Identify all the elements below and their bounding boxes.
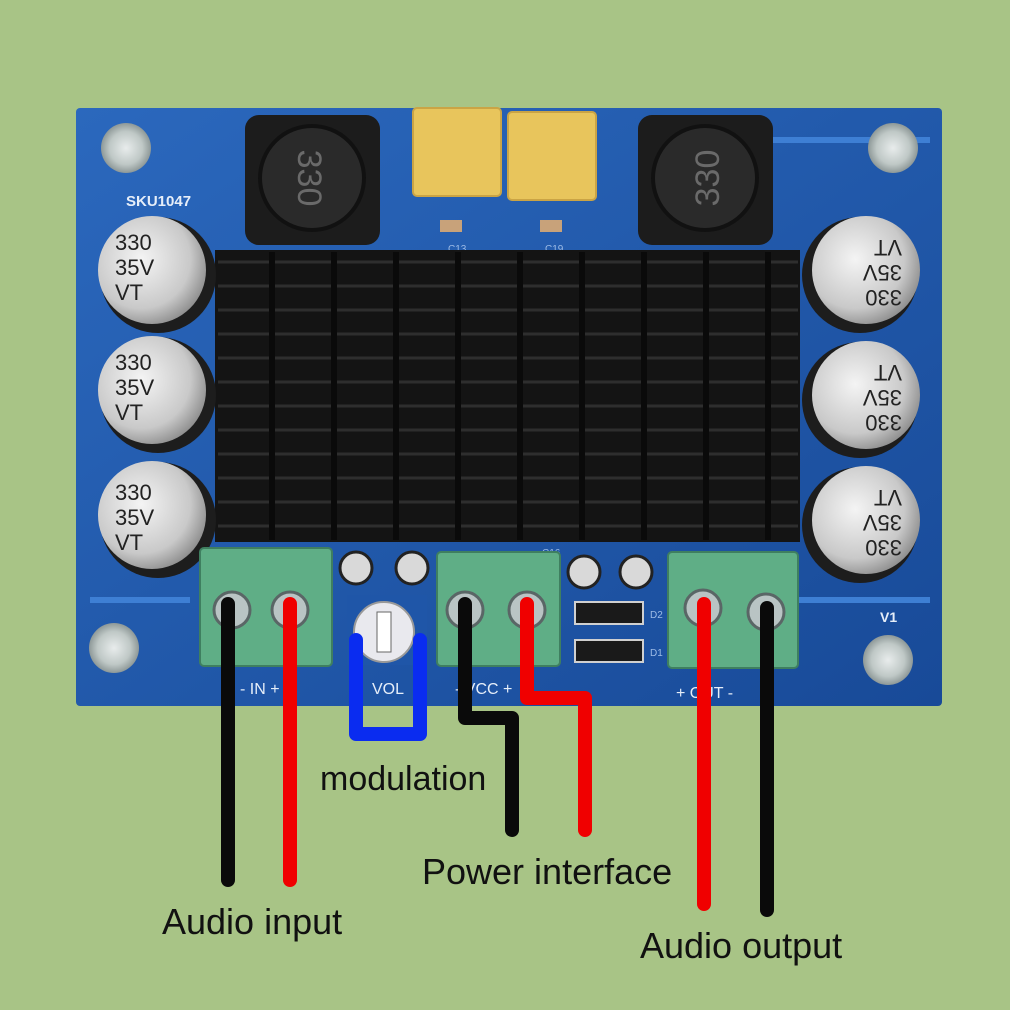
small-capacitors (338, 550, 654, 590)
wires (221, 597, 774, 917)
capacitor-right-1-voltage: 35V (863, 260, 902, 285)
sku-label: SKU1047 (126, 193, 191, 210)
film-capacitor-left (412, 107, 502, 197)
capacitor-left-2-voltage: 35V (115, 375, 154, 400)
label-c19: C19 (545, 244, 564, 255)
wire-power-black (458, 597, 519, 837)
capacitor-left-2-value: 330 (115, 350, 152, 375)
mounting-hole-bottom-right (863, 635, 913, 685)
capacitor-left-2-series: VT (115, 400, 143, 425)
capacitor-right-3-series: VT (874, 485, 902, 510)
capacitor-left-1-voltage: 35V (115, 255, 154, 280)
inductor-right-label: 330 (689, 150, 727, 207)
capacitor-right-2-series: VT (874, 360, 902, 385)
capacitor-right-1-series: VT (874, 235, 902, 260)
capacitor-right-3: 330 35V VT (802, 466, 920, 583)
label-d1: D1 (650, 648, 663, 659)
capacitor-left-3: 330 35V VT (98, 461, 216, 578)
smd-capacitor-c13 (440, 220, 462, 232)
capacitor-left-1-value: 330 (115, 230, 152, 255)
mounting-hole-top-right (868, 123, 918, 173)
mounting-hole-bottom-left (89, 623, 139, 673)
terminal-block-power (436, 551, 561, 667)
capacitor-right-3-value: 330 (865, 535, 902, 560)
capacitor-right-2-voltage: 35V (863, 385, 902, 410)
caption-modulation: modulation (320, 760, 487, 798)
capacitor-right-2-value: 330 (865, 410, 902, 435)
smd-capacitor-c19 (540, 220, 562, 232)
capacitor-left-3-series: VT (115, 530, 143, 555)
inductor-right: 330 (638, 115, 773, 245)
mounting-holes (89, 123, 918, 685)
silkscreen-input-label: - IN + (240, 681, 280, 698)
diodes (574, 601, 644, 663)
capacitor-right-1: 330 35V VT (802, 216, 920, 333)
silkscreen-v1-label: V1 (880, 609, 897, 625)
film-capacitor-right (507, 111, 597, 201)
capacitor-left-3-voltage: 35V (115, 505, 154, 530)
capacitor-right-3-voltage: 35V (863, 510, 902, 535)
mounting-hole-top-left (101, 123, 151, 173)
terminal-block-input (199, 547, 333, 667)
wire-power-red (520, 597, 592, 837)
capacitor-right-1-value: 330 (865, 285, 902, 310)
terminal-block-output (667, 551, 799, 669)
heatsink (215, 250, 800, 542)
label-c13: C13 (448, 244, 467, 255)
capacitor-left-1-series: VT (115, 280, 143, 305)
capacitor-left-2: 330 35V VT (98, 336, 216, 453)
wire-vol-blue (349, 633, 427, 741)
capacitor-left-1: 330 35V VT (98, 216, 216, 333)
caption-audio-output: Audio output (640, 925, 843, 966)
label-d2: D2 (650, 610, 663, 621)
inductor-left: 330 (245, 115, 380, 245)
caption-audio-input: Audio input (162, 901, 343, 942)
inductor-left-label: 330 (290, 150, 328, 207)
caption-power-interface: Power interface (422, 851, 673, 892)
silkscreen-vol-label: VOL (372, 681, 404, 698)
capacitor-left-3-value: 330 (115, 480, 152, 505)
capacitor-right-2: 330 35V VT (802, 341, 920, 458)
